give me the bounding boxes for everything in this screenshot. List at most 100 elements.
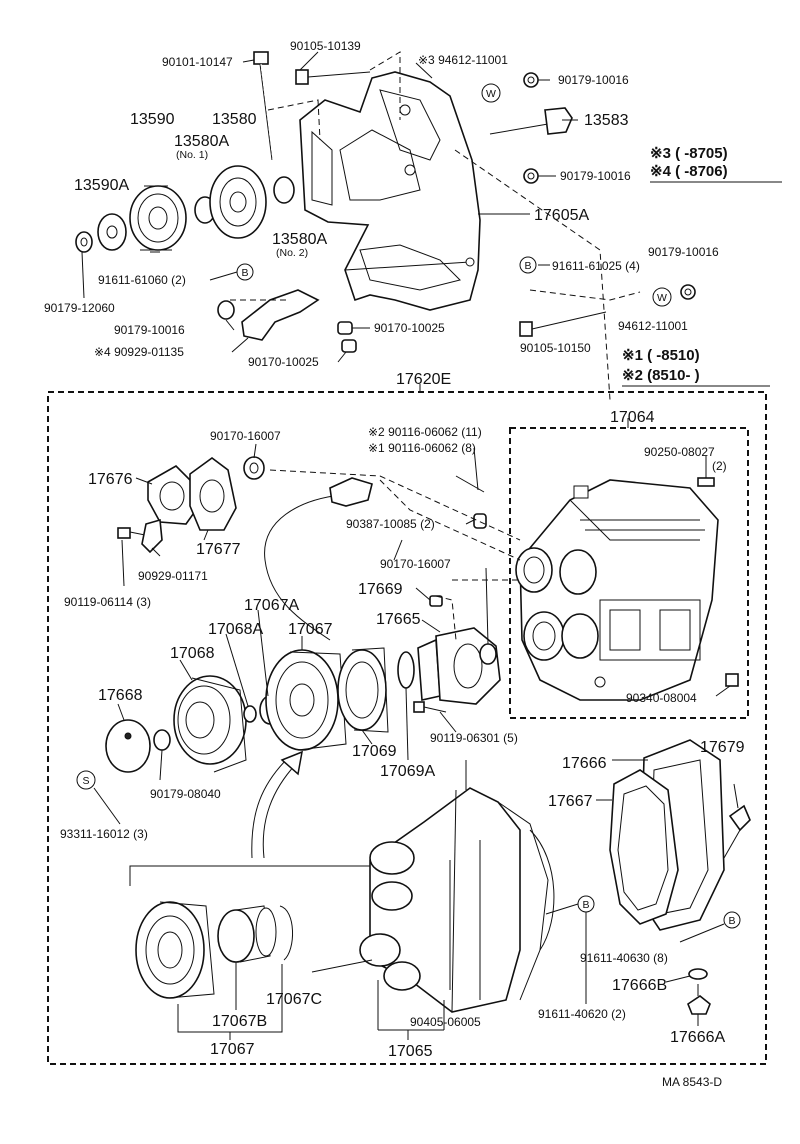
snap-17069A <box>397 651 415 689</box>
label-17666: 17666 <box>562 755 607 772</box>
label-90170-16007-b: 90170-16007 <box>380 557 451 571</box>
footer-code: MA 8543-D <box>662 1075 722 1089</box>
bracket-17605A <box>299 71 481 311</box>
bearing-17067B <box>217 905 277 963</box>
assembly-box-17620E <box>47 391 767 1065</box>
label-13590: 13590 <box>130 111 175 128</box>
label-no1: (No. 1) <box>176 149 208 161</box>
label-17067B: 17067B <box>212 1013 267 1030</box>
label-90250-qty: (2) <box>712 459 727 473</box>
svg-text:B: B <box>524 260 531 272</box>
marker-b-2: B <box>519 256 537 274</box>
label-17679: 17679 <box>700 739 745 756</box>
assembly-box-17064 <box>509 427 749 719</box>
label-90170-16007-a: 90170-16007 <box>210 429 281 443</box>
spacer-13580A-no2 <box>273 176 295 204</box>
notes-panel: ※3 ( -8705) ※4 ( -8706) ※1 ( -8510) ※2 (… <box>622 145 782 387</box>
nut-90170-10025-b <box>341 339 357 353</box>
label-90179-10016-a: 90179-10016 <box>558 73 629 87</box>
label-90929-01135: ※4 90929-01135 <box>94 345 184 359</box>
label-17666A: 17666A <box>670 1029 725 1046</box>
label-17667: 17667 <box>548 793 593 810</box>
gasket-17667 <box>609 769 679 925</box>
label-90119-06114: 90119-06114 (3) <box>64 595 151 609</box>
clip-90929-01135 <box>241 289 320 341</box>
cap-17668 <box>105 719 151 773</box>
nut-90179-10016-b <box>523 168 539 184</box>
label-17068: 17068 <box>170 645 215 662</box>
upper-leader-lines <box>81 51 641 401</box>
label-17605A: 17605A <box>534 207 589 224</box>
svg-text:S: S <box>82 775 89 787</box>
note-4: ※4 ( -8706) <box>650 163 728 180</box>
label-17069A: 17069A <box>380 763 435 780</box>
note-1: ※1 ( -8510) <box>622 347 700 364</box>
supercharger-housing-17064 <box>515 479 719 701</box>
marker-b-1: B <box>236 263 254 281</box>
label-17665: 17665 <box>376 611 421 628</box>
label-17069: 17069 <box>352 743 397 760</box>
pulley-17067 <box>265 649 347 751</box>
label-90179-12060: 90179-12060 <box>44 301 115 315</box>
label-91611-40620: 91611-40620 (2) <box>538 1007 626 1021</box>
nut-90170-16007-b <box>479 643 497 665</box>
clutch-leader-lines <box>93 443 731 825</box>
stator-17068 <box>173 675 247 773</box>
label-13580: 13580 <box>212 111 257 128</box>
stud-90116-06062 <box>455 475 485 493</box>
label-90179-10016-c: 90179-10016 <box>648 245 719 259</box>
svg-text:B: B <box>582 899 589 911</box>
marker-b-4: B <box>723 911 741 929</box>
bolt-90105-10150 <box>519 311 607 337</box>
label-90101-10147: 90101-10147 <box>162 55 233 69</box>
clip-90929-01171 <box>141 518 163 554</box>
label-17067-bottom: 17067 <box>210 1041 255 1058</box>
pin-90387-10085 <box>473 513 487 529</box>
label-90179-10016-d: 90179-10016 <box>114 323 185 337</box>
note-3: ※3 ( -8705) <box>650 145 728 162</box>
marker-s: S <box>76 770 96 790</box>
label-93311-16012: 93311-16012 (3) <box>60 827 148 841</box>
pulley-13580 <box>209 165 267 239</box>
nut-90170-16007-a <box>243 456 265 480</box>
svg-text:B: B <box>241 267 248 279</box>
label-13590A: 13590A <box>74 177 129 194</box>
stud-17666A <box>687 984 711 1015</box>
label-90170-10025-b: 90170-10025 <box>248 355 319 369</box>
cover-leader-lines <box>596 759 739 1026</box>
inset-17067 <box>129 865 411 1040</box>
nut-90179-10016-d <box>217 300 235 320</box>
label-17620E: 17620E <box>396 371 451 388</box>
label-90250-08027: 90250-08027 <box>644 445 715 459</box>
label-90105-10139: 90105-10139 <box>290 39 361 53</box>
nut-90179-08040 <box>153 729 171 751</box>
label-17666B: 17666B <box>612 977 667 994</box>
washer-13590A <box>97 213 127 251</box>
connector <box>329 477 373 507</box>
direction-arrow <box>251 750 303 859</box>
label-90929-01171: 90929-01171 <box>138 569 208 583</box>
upper-assembly: W W B B <box>75 51 696 401</box>
label-17068A: 17068A <box>208 621 263 638</box>
label-90116-06062-8: ※1 90116-06062 (8) <box>368 441 476 455</box>
armature-17069 <box>337 647 389 733</box>
sensor-wire <box>264 494 341 641</box>
label-17067A: 17067A <box>244 597 299 614</box>
sensor-17679 <box>723 804 751 859</box>
clutch-group: S <box>76 456 501 790</box>
label-90105-10150: 90105-10150 <box>520 341 591 355</box>
label-17677: 17677 <box>196 541 241 558</box>
snapring-17067C <box>279 905 294 961</box>
nut-90179-12060 <box>75 231 93 253</box>
nut-90179-10016-a <box>523 72 539 88</box>
note-2: ※2 (8510- ) <box>622 367 700 384</box>
marker-w-2: W <box>652 287 672 307</box>
label-17668: 17668 <box>98 687 143 704</box>
label-17669: 17669 <box>358 581 403 598</box>
marker-w-1: W <box>481 83 501 103</box>
svg-text:W: W <box>486 88 496 100</box>
label-17064: 17064 <box>610 409 655 426</box>
washer-17666B <box>688 968 708 980</box>
bolt-90250-08027 <box>697 477 715 487</box>
